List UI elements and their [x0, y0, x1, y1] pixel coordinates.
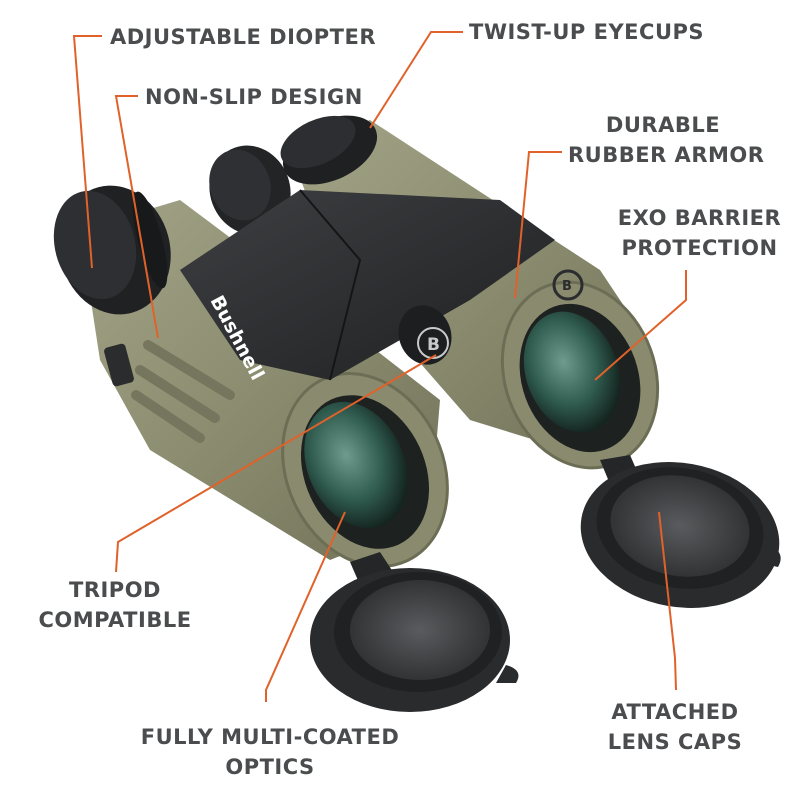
callout-attached-lens-caps: ATTACHED LENS CAPS	[607, 700, 743, 754]
leader-twist-up-eyecups	[369, 31, 463, 129]
leader-adjustable-diopter	[72, 35, 102, 269]
tripod-adapter-knob: B	[398, 305, 452, 365]
brand-badge-icon	[552, 269, 584, 301]
grip-ridge	[143, 340, 235, 400]
leader-lines	[72, 31, 687, 702]
callout-non-slip-design: NON-SLIP DESIGN	[145, 85, 363, 109]
svg-text:B: B	[562, 279, 572, 294]
callout-adjustable-diopter: ADJUSTABLE DIOPTER	[110, 25, 376, 49]
svg-text:B: B	[427, 335, 440, 355]
callout-twist-up-eyecups: TWIST-UP EYECUPS	[469, 20, 705, 44]
strap-lug-icon	[104, 343, 134, 387]
right-lens-cap[interactable]	[569, 447, 791, 624]
callout-durable-rubber-armor: DURABLE RUBBER ARMOR	[568, 113, 765, 167]
right-objective-lens-icon	[523, 311, 621, 433]
leader-fully-multi-coated-optics	[265, 511, 346, 702]
callout-fully-multi-coated-optics: FULLY MULTI-COATED OPTICS	[140, 725, 400, 779]
right-eyecup	[280, 115, 378, 185]
left-barrel	[80, 200, 449, 568]
leader-non-slip-design	[114, 95, 159, 339]
callout-exo-barrier-protection: EXO BARRIER PROTECTION	[617, 206, 782, 260]
leader-attached-lens-caps	[658, 511, 677, 691]
callout-tripod-compatible: TRIPOD COMPATIBLE	[38, 578, 192, 632]
left-lens-cap[interactable]	[310, 552, 519, 712]
leader-tripod-compatible	[115, 354, 437, 573]
left-objective-lens-icon	[304, 401, 408, 529]
leader-exo-barrier-protection	[594, 270, 687, 381]
leader-durable-rubber-armor	[514, 151, 562, 299]
